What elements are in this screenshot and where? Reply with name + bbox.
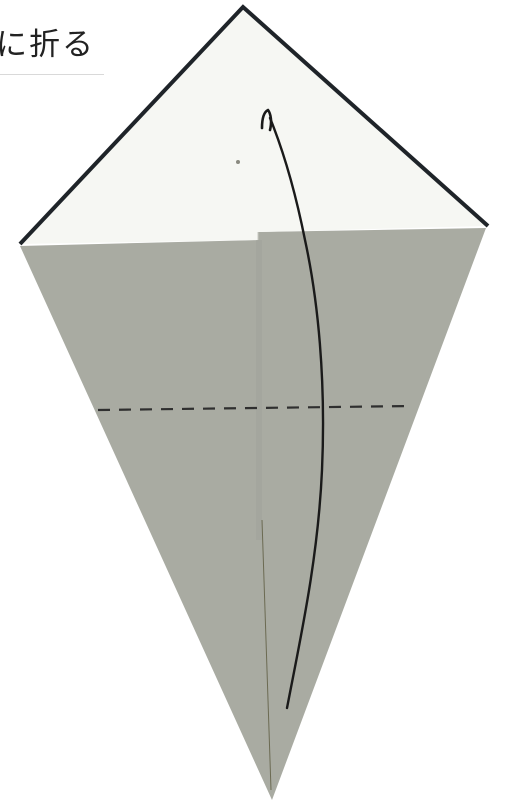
kite-white-flap [20,7,486,244]
center-seam-shade [256,240,262,540]
kite-colored-side [20,228,486,800]
paper-speck [236,160,240,164]
